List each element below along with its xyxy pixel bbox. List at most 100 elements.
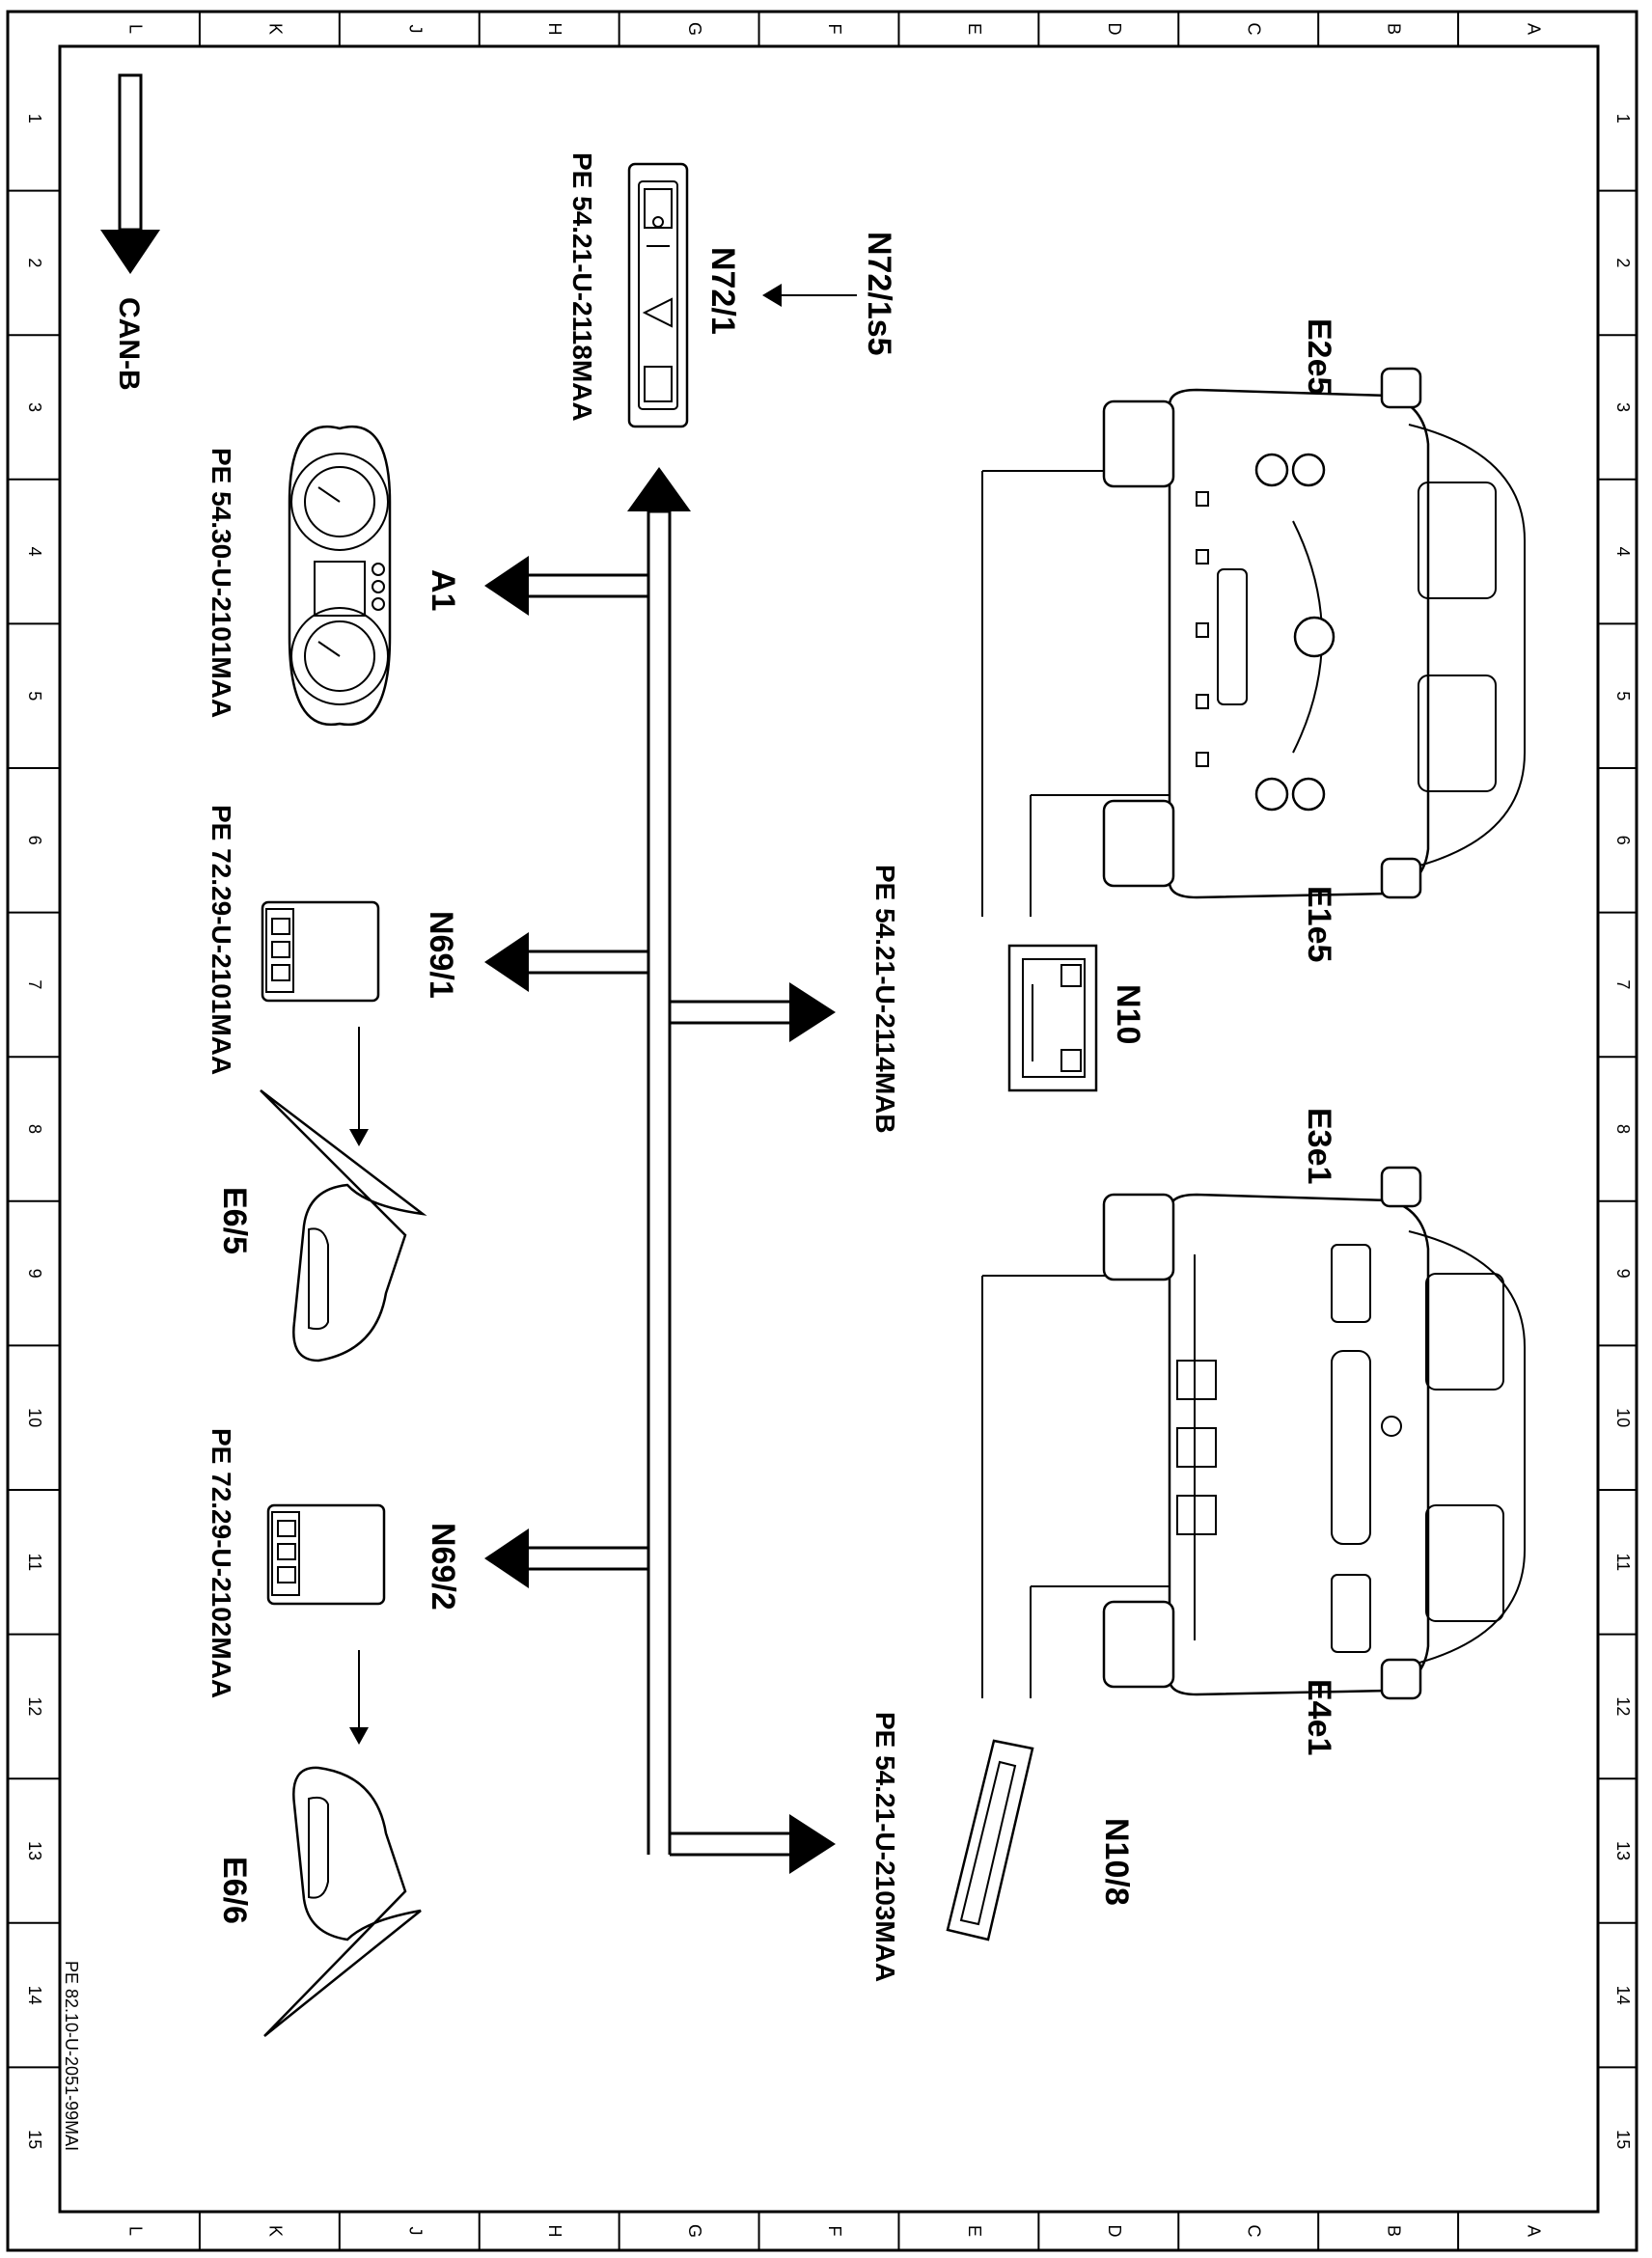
grid-row-label: 6 bbox=[25, 836, 44, 845]
grid-column-label: G bbox=[685, 22, 704, 36]
grid-row-label: 8 bbox=[25, 1124, 44, 1134]
arrow-to-n69-2 bbox=[484, 1528, 529, 1588]
grid-row-label: 3 bbox=[1613, 402, 1633, 412]
grid-row-label: 1 bbox=[25, 114, 44, 124]
grid-row-label: 2 bbox=[25, 258, 44, 267]
grid-column-label: B bbox=[1385, 23, 1404, 35]
n72-1-label: N72/1 bbox=[704, 247, 741, 335]
component-labels: N72/1s5 N72/1 PE 54.21-U-2118MAA A1 PE 5… bbox=[62, 152, 1337, 2151]
grid-row-label: 7 bbox=[25, 979, 44, 989]
grid-row-label: 1 bbox=[1613, 114, 1633, 124]
arrow-to-n72-1 bbox=[627, 467, 691, 511]
grid-column-label: K bbox=[265, 2225, 285, 2237]
grid-row-label: 10 bbox=[1613, 1408, 1633, 1427]
grid-column-label: H bbox=[545, 23, 564, 36]
a1-ref: PE 54.30-U-2101MAA bbox=[206, 448, 236, 718]
n69-1-to-mirror-arrow bbox=[349, 1129, 369, 1146]
n72-1-ref: PE 54.21-U-2118MAA bbox=[567, 152, 597, 422]
e6-5-mirror bbox=[260, 1089, 427, 1363]
grid-column-label: C bbox=[1245, 23, 1264, 36]
n69-1-label: N69/1 bbox=[423, 911, 459, 999]
grid-row-label: 11 bbox=[1613, 1553, 1633, 1571]
grid-ticks bbox=[8, 12, 1637, 2250]
grid-column-label: H bbox=[545, 2225, 564, 2238]
grid-row-label: 13 bbox=[1613, 1841, 1633, 1860]
grid-row-label: 5 bbox=[25, 691, 44, 701]
grid-row-label: 6 bbox=[1613, 836, 1633, 845]
arrow-to-n10-8 bbox=[789, 1814, 836, 1874]
grid-row-label: 10 bbox=[25, 1408, 44, 1427]
a1-instrument-cluster bbox=[288, 425, 392, 727]
grid-row-label: 7 bbox=[1613, 979, 1633, 989]
grid-column-label: B bbox=[1385, 2225, 1404, 2237]
switch-arrow-icon bbox=[762, 284, 782, 307]
grid-column-label: L bbox=[125, 24, 145, 34]
grid-row-label: 4 bbox=[25, 547, 44, 557]
arrow-to-a1 bbox=[484, 556, 529, 616]
grid-row-label: 9 bbox=[1613, 1269, 1633, 1279]
bus-arrowheads bbox=[484, 467, 836, 1874]
a1-label: A1 bbox=[425, 569, 461, 611]
grid-row-label: 13 bbox=[25, 1841, 44, 1860]
n10-8-ref: PE 54.21-U-2103MAA bbox=[870, 1712, 900, 1982]
grid-row-label: 2 bbox=[1613, 258, 1633, 267]
grid-column-label: C bbox=[1245, 2225, 1264, 2238]
grid-column-label: F bbox=[825, 24, 844, 35]
arrow-to-n10 bbox=[789, 982, 836, 1042]
can-b-arrow-icon bbox=[100, 73, 160, 274]
grid-column-label: E bbox=[965, 23, 984, 35]
n10-ref: PE 54.21-U-2114MAB bbox=[870, 865, 900, 1134]
n69-2-door-module bbox=[266, 1503, 386, 1606]
n10-label: N10 bbox=[1110, 984, 1146, 1044]
e3e1-label: E3e1 bbox=[1301, 1108, 1337, 1184]
grid-column-label: J bbox=[405, 25, 425, 34]
inner-frame bbox=[58, 44, 1600, 2214]
grid-column-label: D bbox=[1105, 23, 1124, 36]
grid-column-label: E bbox=[965, 2225, 984, 2237]
e6-5-label: E6/5 bbox=[216, 1187, 253, 1254]
n10-8-label: N10/8 bbox=[1098, 1818, 1135, 1906]
n69-2-to-mirror-arrow bbox=[349, 1727, 369, 1745]
n10-control-module bbox=[1007, 944, 1098, 1092]
grid-row-label: 15 bbox=[25, 2130, 44, 2149]
n69-2-label: N69/2 bbox=[425, 1523, 461, 1611]
e1e5-label: E1e5 bbox=[1301, 886, 1337, 962]
grid-column-label: F bbox=[825, 2226, 844, 2237]
grid-row-label: 14 bbox=[25, 1986, 44, 2005]
grid-column-label: L bbox=[125, 2226, 145, 2236]
e6-6-mirror bbox=[263, 1766, 422, 2037]
arrow-to-n69-1 bbox=[484, 932, 529, 992]
grid-row-label: 15 bbox=[1613, 2130, 1633, 2149]
grid-column-label: K bbox=[265, 23, 285, 35]
n10-8-rear-module bbox=[946, 1739, 1034, 1941]
grid-row-label: 14 bbox=[1613, 1986, 1633, 2005]
can-b-label: CAN-B bbox=[113, 297, 145, 391]
grid-row-label: 8 bbox=[1613, 1124, 1633, 1134]
n69-2-ref: PE 72.29-U-2102MAA bbox=[206, 1428, 236, 1698]
grid-column-label: J bbox=[405, 2227, 425, 2236]
document-number: PE 82.10-U-2051-99MAI bbox=[62, 1961, 81, 2151]
e2e5-label: E2e5 bbox=[1301, 318, 1337, 395]
e6-6-label: E6/6 bbox=[216, 1857, 253, 1924]
n72-1s5-label: N72/1s5 bbox=[861, 232, 897, 356]
grid-column-label: D bbox=[1105, 2225, 1124, 2238]
grid-row-label: 11 bbox=[25, 1553, 44, 1571]
e4e1-label: E4e1 bbox=[1301, 1679, 1337, 1755]
can-bus-lines bbox=[529, 509, 789, 1857]
grid-column-label: A bbox=[1525, 2225, 1544, 2237]
n69-1-ref: PE 72.29-U-2101MAA bbox=[206, 805, 236, 1075]
grid-row-label: 3 bbox=[25, 402, 44, 412]
grid-row-label: 4 bbox=[1613, 547, 1633, 557]
grid-row-label: 9 bbox=[25, 1269, 44, 1279]
outer-frame bbox=[6, 10, 1638, 2252]
grid-row-label: 12 bbox=[1613, 1696, 1633, 1716]
vehicle-front-view bbox=[1102, 367, 1526, 899]
grid-row-label: 12 bbox=[25, 1696, 44, 1716]
grid-row-label: 5 bbox=[1613, 691, 1633, 701]
vehicle-rear-view bbox=[1102, 1166, 1526, 1700]
n69-1-door-module bbox=[261, 900, 380, 1003]
grid-column-label: A bbox=[1525, 23, 1544, 35]
n72-1-switch-panel bbox=[627, 162, 689, 428]
